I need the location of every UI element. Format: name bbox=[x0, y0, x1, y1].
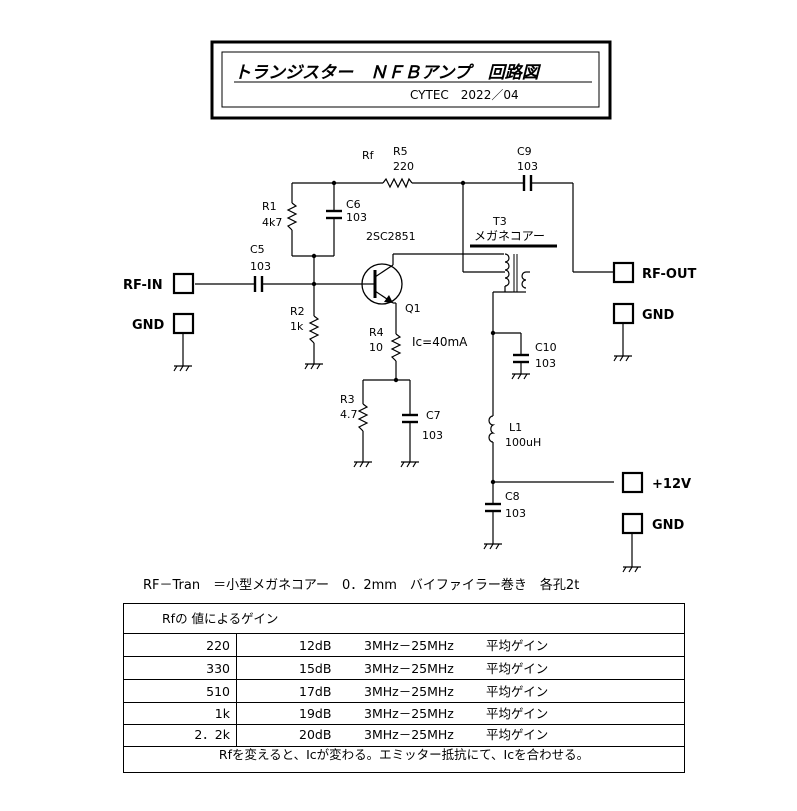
label-c10-value: 103 bbox=[535, 357, 556, 370]
label-r1-value: 4k7 bbox=[262, 216, 282, 229]
cell-label: 平均ゲイン bbox=[486, 661, 549, 676]
label-c7-value: 103 bbox=[422, 429, 443, 442]
cell-label: 平均ゲイン bbox=[486, 727, 549, 742]
label-l1-ref: L1 bbox=[509, 421, 522, 434]
gain-table-header: Rfの 値によるゲイン bbox=[162, 611, 279, 626]
gain-table-note: Rfを変えると、Icが変わる。エミッター抵抗にて、Icを合わせる。 bbox=[218, 747, 590, 762]
resistor-r2 bbox=[308, 315, 320, 344]
cell-label: 平均ゲイン bbox=[486, 638, 549, 653]
label-vcc: +12V bbox=[652, 477, 691, 492]
capacitor-c5 bbox=[253, 276, 264, 292]
table-row: 220 12dB 3MHz－25MHz 平均ゲイン bbox=[124, 636, 684, 655]
resistor-r5 bbox=[382, 177, 413, 189]
cell-band: 3MHz－25MHz bbox=[364, 661, 454, 676]
cell-band: 3MHz－25MHz bbox=[364, 706, 454, 721]
diagram-title: トランジスター ＮＦＢアンプ 回路図 bbox=[234, 63, 542, 83]
label-gnd-vcc: GND bbox=[652, 518, 685, 533]
label-c5-value: 103 bbox=[250, 260, 271, 273]
label-r4-ref: R4 bbox=[369, 326, 384, 339]
label-c8-value: 103 bbox=[505, 507, 526, 520]
pad-gnd-out bbox=[612, 302, 635, 325]
terminal-pads bbox=[172, 261, 644, 535]
label-rf: Rf bbox=[362, 149, 375, 162]
label-transistor-type: 2SC2851 bbox=[366, 230, 416, 243]
capacitor-c8 bbox=[485, 502, 501, 513]
label-c8-ref: C8 bbox=[505, 490, 520, 503]
label-c5-ref: C5 bbox=[250, 243, 265, 256]
label-ic-note: Ic=40mA bbox=[412, 335, 468, 349]
title-block: トランジスター ＮＦＢアンプ 回路図 CYTEC 2022／04 bbox=[210, 40, 612, 120]
cell-gain: 15dB bbox=[299, 661, 332, 676]
label-c6-ref: C6 bbox=[346, 198, 361, 211]
table-row: 510 17dB 3MHz－25MHz 平均ゲイン bbox=[124, 682, 684, 701]
gain-table: Rfの 値によるゲイン 220 12dB 3MHz－25MHz 平均ゲイン 33… bbox=[123, 603, 685, 773]
pad-vcc bbox=[621, 471, 644, 494]
transistor-q1 bbox=[361, 254, 403, 305]
label-r5-value: 220 bbox=[393, 160, 414, 173]
table-row: 1k 19dB 3MHz－25MHz 平均ゲイン bbox=[124, 704, 684, 723]
label-c10-ref: C10 bbox=[535, 341, 557, 354]
transformer-t3 bbox=[470, 244, 557, 293]
cell-band: 3MHz－25MHz bbox=[364, 684, 454, 699]
table-row: 2．2k 20dB 3MHz－25MHz 平均ゲイン bbox=[124, 725, 684, 744]
label-r3-ref: R3 bbox=[340, 393, 355, 406]
capacitor-c10 bbox=[513, 353, 529, 364]
label-l1-value: 100uH bbox=[505, 436, 541, 449]
cell-rf: 330 bbox=[206, 661, 230, 676]
pad-rf-in bbox=[172, 272, 195, 295]
label-q1: Q1 bbox=[405, 302, 421, 315]
label-c6-value: 103 bbox=[346, 211, 367, 224]
label-r5-ref: R5 bbox=[393, 145, 408, 158]
pad-rf-out bbox=[612, 261, 635, 284]
label-r2-ref: R2 bbox=[290, 305, 305, 318]
cell-gain: 19dB bbox=[299, 706, 332, 721]
label-t3-ref: T3 bbox=[492, 215, 507, 228]
label-c9-ref: C9 bbox=[517, 145, 532, 158]
cell-rf: 2．2k bbox=[194, 727, 230, 742]
winding-note: RF－Tran ＝小型メガネコアー 0．2mm バイファイラー巻き 各孔2t bbox=[143, 578, 580, 593]
diagram-subtitle: CYTEC 2022／04 bbox=[410, 88, 519, 102]
table-row: 330 15dB 3MHz－25MHz 平均ゲイン bbox=[124, 659, 684, 678]
capacitor-c6 bbox=[326, 209, 342, 220]
label-c9-value: 103 bbox=[517, 160, 538, 173]
cell-rf: 220 bbox=[206, 638, 230, 653]
label-rf-in: RF-IN bbox=[123, 278, 163, 293]
label-rf-out: RF-OUT bbox=[642, 267, 696, 282]
inductor-l1 bbox=[488, 415, 496, 443]
label-r4-value: 10 bbox=[369, 341, 383, 354]
label-gnd-in: GND bbox=[132, 318, 165, 333]
resistor-r1 bbox=[286, 202, 298, 231]
cell-band: 3MHz－25MHz bbox=[364, 727, 454, 742]
label-r3-value: 4.7 bbox=[340, 408, 358, 421]
label-t3-core: メガネコアー bbox=[474, 229, 545, 243]
cell-band: 3MHz－25MHz bbox=[364, 638, 454, 653]
label-c7-ref: C7 bbox=[426, 409, 441, 422]
cell-rf: 1k bbox=[214, 706, 230, 721]
cell-label: 平均ゲイン bbox=[486, 706, 549, 721]
cell-label: 平均ゲイン bbox=[486, 684, 549, 699]
label-r1-ref: R1 bbox=[262, 200, 277, 213]
cell-gain: 12dB bbox=[299, 638, 332, 653]
ground-symbols bbox=[173, 355, 641, 573]
pad-gnd-in bbox=[172, 312, 195, 335]
junction-dots bbox=[311, 180, 496, 485]
capacitor-c9 bbox=[522, 175, 533, 191]
pad-gnd-vcc bbox=[621, 512, 644, 535]
capacitor-c7 bbox=[402, 413, 418, 424]
cell-gain: 17dB bbox=[299, 684, 332, 699]
cell-gain: 20dB bbox=[299, 727, 332, 742]
resistor-r4 bbox=[390, 333, 402, 362]
cell-rf: 510 bbox=[206, 684, 230, 699]
resistor-r3 bbox=[357, 403, 369, 432]
label-r2-value: 1k bbox=[290, 320, 304, 333]
label-gnd-out: GND bbox=[642, 308, 675, 323]
